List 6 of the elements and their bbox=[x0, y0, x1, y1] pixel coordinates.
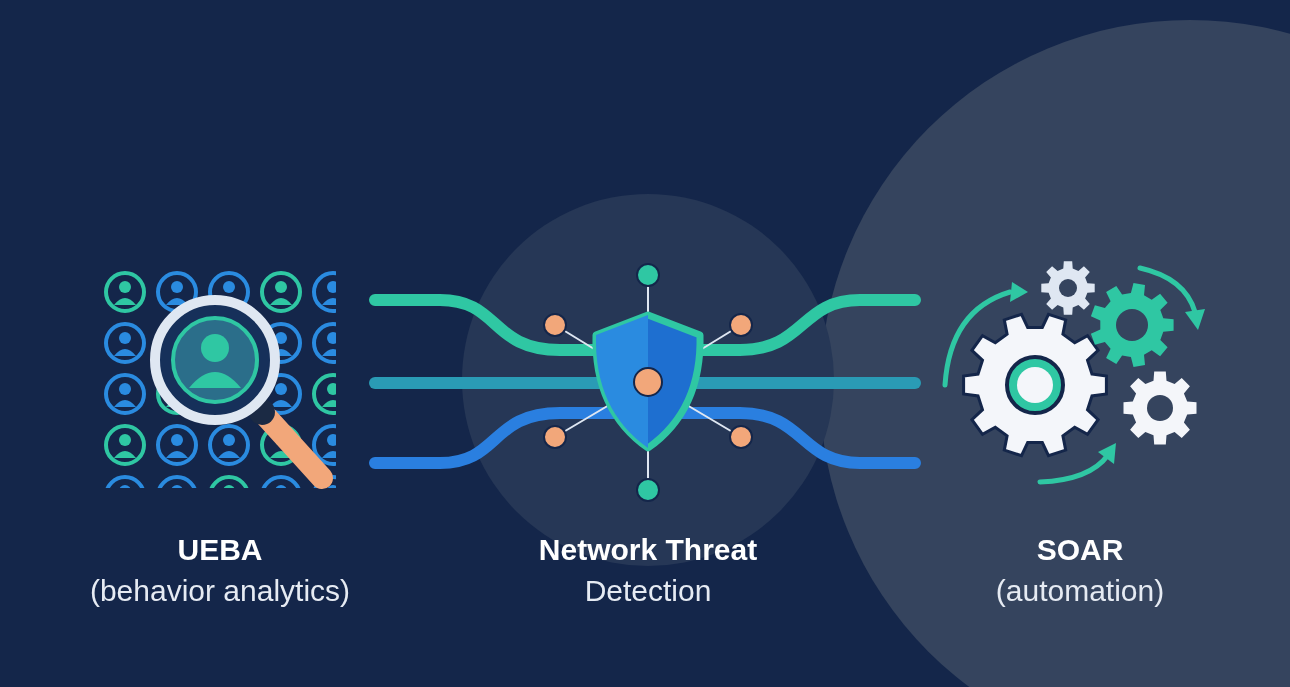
subtitle: (automation) bbox=[995, 573, 1165, 609]
heading: SOAR bbox=[1036, 532, 1124, 568]
subtitle: Detection bbox=[584, 573, 712, 609]
heading: Network Threat bbox=[538, 532, 758, 568]
heading: UEBA bbox=[177, 532, 263, 568]
subtitle: (behavior analytics) bbox=[89, 573, 351, 609]
